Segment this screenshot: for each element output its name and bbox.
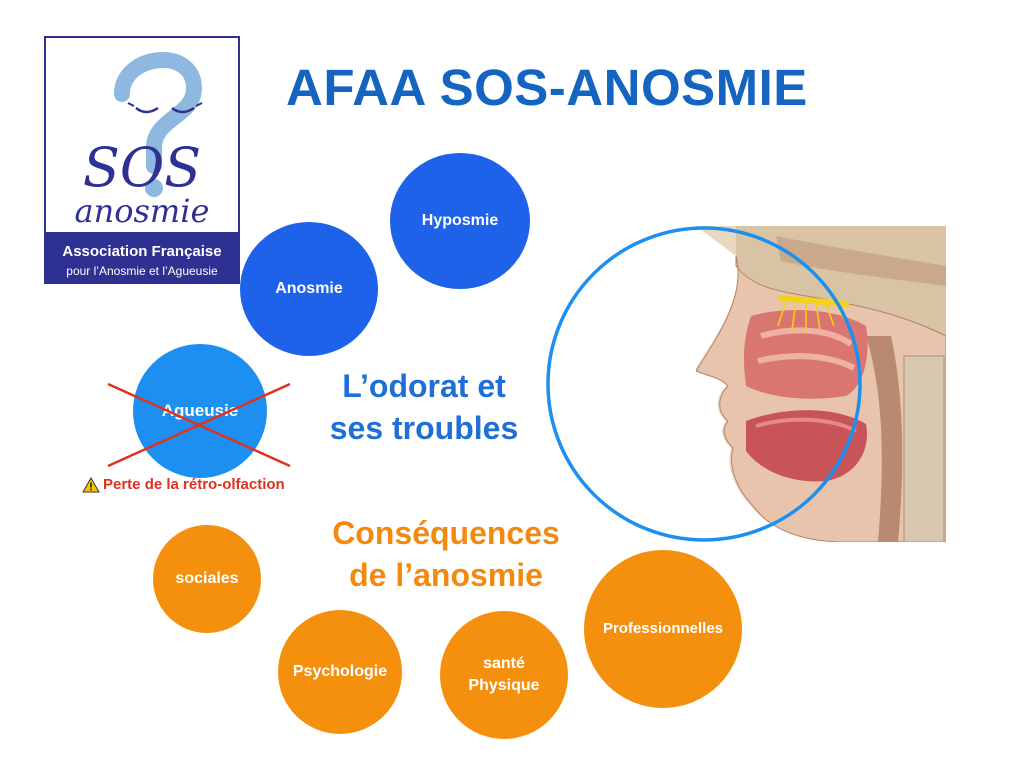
retro-olfaction-warning: Perte de la rétro-olfaction xyxy=(82,476,285,493)
circle-label: Hyposmie xyxy=(421,212,499,230)
circle-agueusie: Agueusie xyxy=(133,344,267,478)
circle-label: Professionnelles xyxy=(602,619,724,637)
circle-label: Psychologie xyxy=(292,663,388,681)
circle-hyposmie: Hyposmie xyxy=(390,153,530,289)
sos-anosmie-logo: SOS anosmie Association Française pour l… xyxy=(44,36,240,284)
circle-label: sociales xyxy=(175,570,239,588)
circle-professionnelles: Professionnelles xyxy=(584,550,742,708)
logo-caption-line2: pour l’Anosmie et l’Agueusie xyxy=(66,264,218,278)
warning-icon xyxy=(82,476,100,492)
circle-sante-physique: santé Physique xyxy=(440,611,568,739)
troubles-heading: L’odorat et ses troubles xyxy=(329,368,519,446)
circle-label: santé Physique xyxy=(468,655,540,694)
logo-caption-line1: Association Française xyxy=(62,243,221,260)
logo-wordmark-top: SOS xyxy=(83,136,201,199)
warning-text: Perte de la rétro-olfaction xyxy=(103,476,285,493)
logo-graphic: SOS anosmie Association Française pour l… xyxy=(44,36,240,284)
logo-wordmark-bottom: anosmie xyxy=(75,192,210,230)
circle-label: Anosmie xyxy=(275,280,343,298)
circle-sociales: sociales xyxy=(153,525,261,633)
circle-label: Agueusie xyxy=(161,400,239,420)
head-anatomy-illustration xyxy=(546,226,946,542)
circle-anosmie: Anosmie xyxy=(240,222,378,356)
consequences-heading: Conséquences de l’anosmie xyxy=(332,515,560,593)
circle-psychologie: Psychologie xyxy=(278,610,402,734)
page-title: AFAA SOS-ANOSMIE xyxy=(286,59,808,116)
